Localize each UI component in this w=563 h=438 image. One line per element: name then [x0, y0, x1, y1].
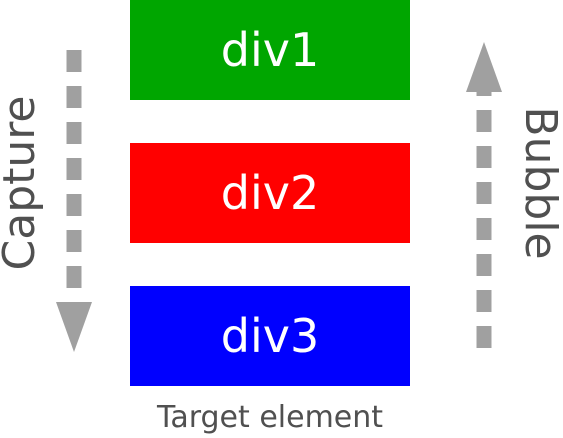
capture-arrow-head: [56, 302, 92, 352]
capture-label: Capture: [0, 95, 45, 271]
div2-box: div2: [130, 143, 410, 243]
capture-arrow: [56, 50, 92, 352]
div1-label: div1: [220, 23, 320, 77]
div3-label: div3: [220, 309, 320, 363]
div2-label: div2: [220, 166, 320, 220]
div1-box: div1: [130, 0, 410, 100]
div3-box: div3: [130, 286, 410, 386]
bubble-label: Bubble: [515, 106, 563, 260]
bubble-arrow-head: [466, 42, 502, 92]
bubble-arrow: [466, 42, 502, 348]
target-element-caption: Target element: [156, 400, 384, 435]
